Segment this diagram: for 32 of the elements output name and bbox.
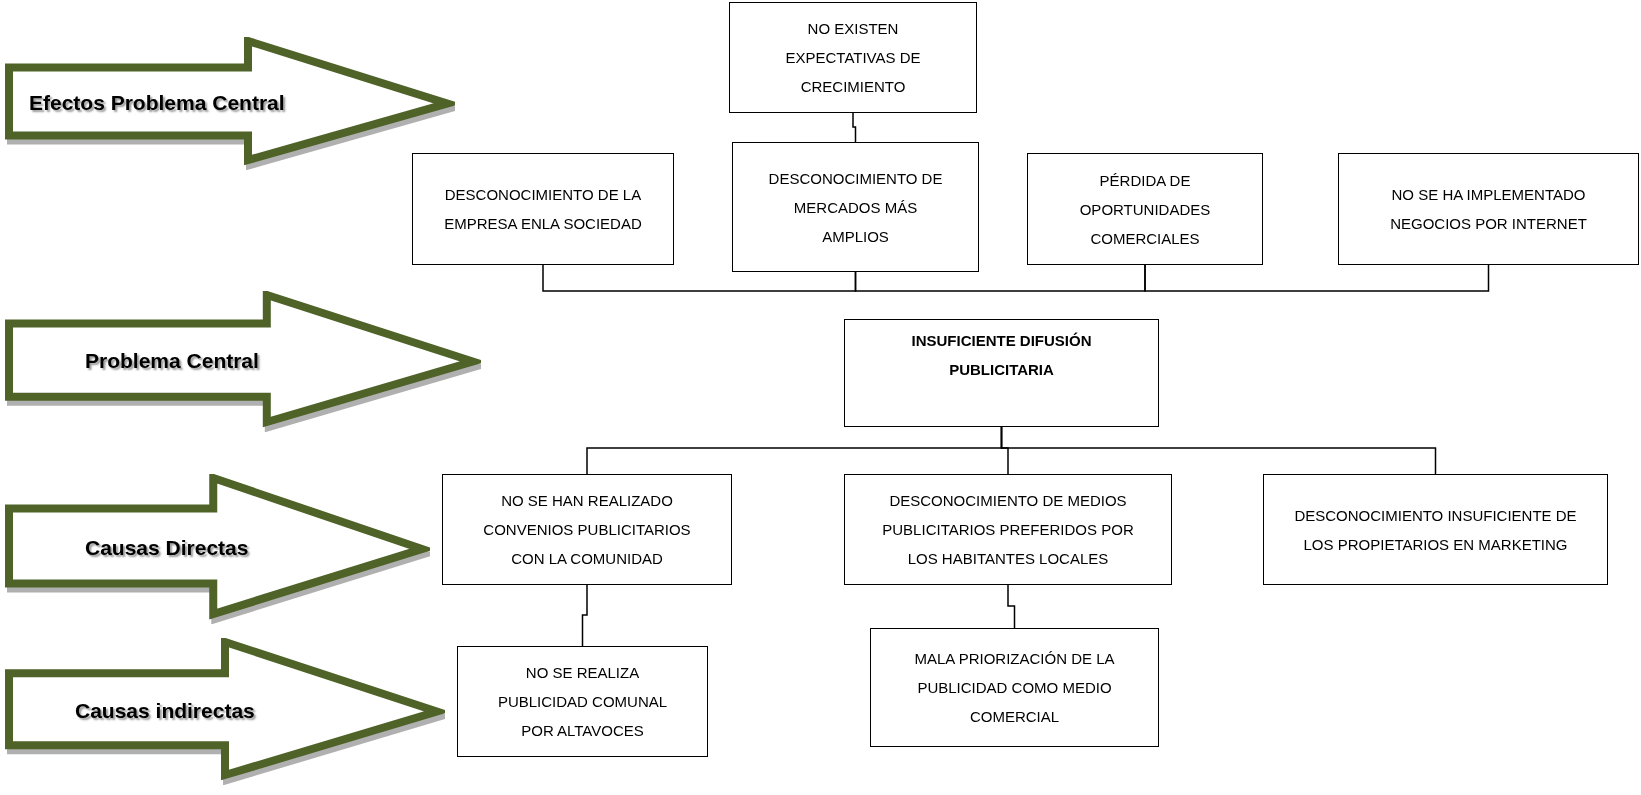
banner-label: Efectos Problema Central [29,90,285,115]
box-text: DESCONOCIMIENTO DE LA EMPRESA ENLA SOCIEDAD [443,185,643,234]
box-text: PÉRDIDA DE OPORTUNIDADES COMERCIALES [1078,170,1212,249]
connector-line [581,584,588,647]
problem-box [1338,153,1639,265]
problem-box [844,474,1172,585]
banner-label: Problema Central [85,348,259,373]
box-text: DESCONOCIMIENTO DE MEDIOS PUBLICITARIOS PREFERIDOS POR LOS HABITANTES LOCALES [881,491,1135,569]
problem-box [732,142,979,272]
central-problem-box [844,319,1159,427]
connector-line [1144,264,1490,292]
box-text: NO SE HAN REALIZADO CONVENIOS PUBLICITARIOS CON LA COMUNIDAD [482,491,692,569]
connector-line [1007,584,1016,629]
box-text: MALA PRIORIZACIÓN DE LA PUBLICIDAD COMO MEDIO COMERCIAL [913,649,1116,727]
problem-box [1027,153,1263,265]
connector-line [542,264,857,292]
banner-label: Causas Directas [85,536,249,560]
box-text: NO SE REALIZA PUBLICIDAD COMUNAL POR ALTAVOCES [496,663,669,741]
banner-label: Causas indirectas [75,698,255,723]
problem-box [442,474,732,585]
box-text: INSUFICIENTE DIFUSIÓN PUBLICITARIA [910,331,1093,380]
connector-line [1000,426,1437,475]
box-text: DESCONOCIMIENTO INSUFICIENTE DE LOS PROPIETARIOS EN MARKETING [1293,505,1578,555]
problem-box [1263,474,1608,585]
box-text: NO SE HA IMPLEMENTADO NEGOCIOS POR INTERNET [1389,185,1588,234]
problem-box [412,153,674,265]
connector-line [852,112,857,143]
box-text: DESCONOCIMIENTO DE MERCADOS MÁS AMPLIOS [767,168,944,247]
box-text: NO EXISTEN EXPECTATIVAS DE CRECIMIENTO [784,19,922,97]
problem-box [729,2,977,113]
problem-box [457,646,708,757]
problem-box [870,628,1159,747]
